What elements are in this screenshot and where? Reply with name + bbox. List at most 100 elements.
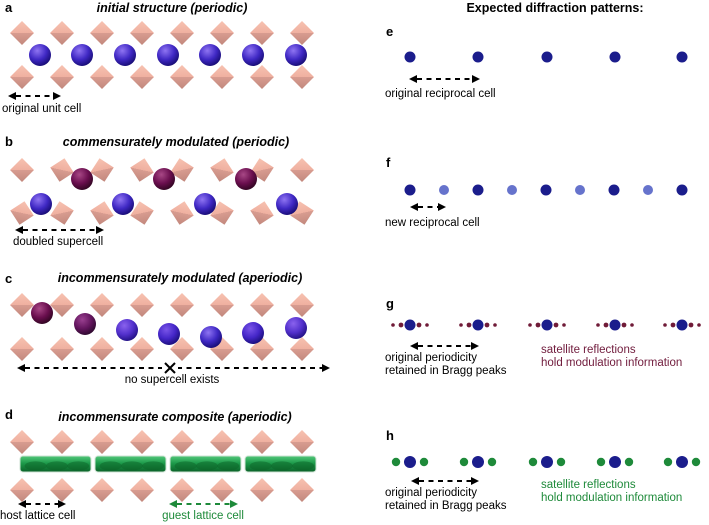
octahedron-diamond (50, 478, 74, 502)
panel-a-letter: a (5, 0, 13, 15)
octahedron-diamond (250, 293, 274, 317)
octahedron-diamond (170, 158, 194, 182)
superstructure-dot (575, 185, 585, 195)
satellite-dot (419, 457, 429, 467)
octahedron-diamond (290, 21, 314, 45)
panel-d-title: incommensurate composite (aperiodic) (58, 410, 292, 424)
atom-sphere (112, 193, 134, 215)
satellite-dot (697, 323, 701, 327)
satellite-dot (398, 322, 404, 328)
octahedron-diamond (130, 158, 154, 182)
octahedron-diamond (130, 478, 154, 502)
satellite-dot (621, 322, 627, 328)
arrowhead-right (58, 500, 66, 508)
rod-shading (142, 461, 165, 471)
octahedron-diamond (290, 478, 314, 502)
octahedron-diamond (90, 337, 114, 361)
atom-sphere (74, 313, 96, 335)
superstructure-dot (507, 185, 517, 195)
atom-sphere (31, 302, 53, 324)
octahedron-diamond (50, 337, 74, 361)
satellite-dot (391, 323, 395, 327)
bragg-peak-dot (472, 51, 484, 63)
octahedron-diamond (50, 201, 74, 225)
octahedron-diamond (10, 21, 34, 45)
satellite-dot (562, 323, 566, 327)
bragg-peak-dot (609, 456, 621, 468)
octahedron-diamond (290, 65, 314, 89)
arrowhead-right (53, 92, 61, 100)
atom-sphere (157, 44, 179, 66)
panel-b-letter: b (5, 134, 13, 149)
octahedron-diamond (250, 478, 274, 502)
bragg-peak-dot (609, 51, 621, 63)
octahedron-diamond (90, 21, 114, 45)
octahedron-diamond (170, 201, 194, 225)
bragg-peak-dot (472, 456, 484, 468)
bragg-peak-dot (676, 319, 688, 331)
panel-a-title: initial structure (periodic) (96, 1, 248, 15)
satellite-dot (624, 457, 634, 467)
satellite-dot (535, 322, 541, 328)
rod-shading (195, 461, 218, 471)
bragg-peak-dot (472, 319, 484, 331)
panel-g-letter: g (386, 296, 394, 311)
panel-b-title: commensurately modulated (periodic) (62, 135, 290, 149)
bragg-peak-dot (676, 456, 688, 468)
panel-h-satellite-caption: satellite reflections hold modulation in… (541, 479, 683, 504)
bragg-peak-dot (404, 51, 416, 63)
octahedron-diamond (290, 293, 314, 317)
octahedron-diamond (290, 430, 314, 454)
panel-g-satellite-caption: satellite reflections hold modulation in… (541, 344, 683, 369)
octahedron-diamond (290, 337, 314, 361)
diffraction-header: Expected diffraction patterns: (466, 1, 644, 15)
satellite-dot (425, 323, 429, 327)
octahedron-diamond (170, 478, 194, 502)
octahedron-diamond (90, 158, 114, 182)
panel-c-letter: c (5, 271, 13, 286)
octahedron-diamond (130, 201, 154, 225)
satellite-dot (416, 322, 422, 328)
arrowhead-right (471, 342, 479, 350)
octahedron-diamond (250, 21, 274, 45)
octahedron-diamond (210, 293, 234, 317)
octahedron-diamond (50, 293, 74, 317)
bragg-peak-dot (541, 51, 553, 63)
atom-sphere (114, 44, 136, 66)
atom-sphere (71, 168, 93, 190)
octahedron-diamond (130, 293, 154, 317)
rod-shading (249, 461, 272, 471)
rod-shading (120, 461, 143, 471)
bragg-peak-dot (676, 184, 688, 196)
satellite-dot (459, 323, 463, 327)
arrowhead-right (230, 500, 238, 508)
arrowhead-left (17, 364, 25, 372)
octahedron-diamond (10, 65, 34, 89)
octahedron-diamond (170, 337, 194, 361)
octahedron-diamond (90, 478, 114, 502)
satellite-dot (493, 323, 497, 327)
octahedron-diamond (250, 65, 274, 89)
atom-sphere (276, 193, 298, 215)
bragg-peak-dot (404, 456, 416, 468)
bragg-peak-dot (676, 51, 688, 63)
octahedron-diamond (90, 430, 114, 454)
arrowhead-right (96, 226, 104, 234)
atom-sphere (242, 44, 264, 66)
octahedron-diamond (210, 478, 234, 502)
panel-d-letter: d (5, 407, 13, 422)
atom-sphere (285, 317, 307, 339)
atom-sphere (199, 44, 221, 66)
bragg-peak-dot (608, 184, 620, 196)
atom-sphere (71, 44, 93, 66)
octahedron-diamond (10, 430, 34, 454)
octahedron-diamond (10, 158, 34, 182)
arrowhead-left (411, 477, 419, 485)
panel-c-caption: no supercell exists (124, 374, 220, 386)
octahedron-diamond (50, 65, 74, 89)
rod-shading (67, 461, 90, 471)
satellite-dot (630, 323, 634, 327)
octahedron-diamond (50, 158, 74, 182)
arrowhead-left (8, 92, 16, 100)
